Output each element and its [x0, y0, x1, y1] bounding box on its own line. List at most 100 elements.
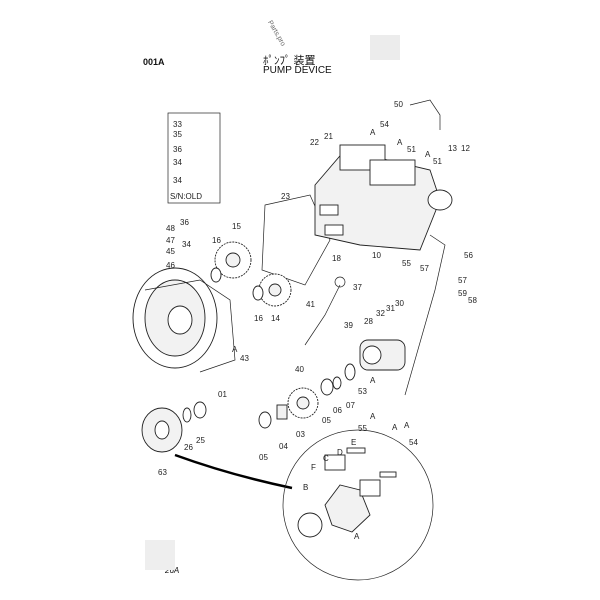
callout-label: 10 [372, 251, 381, 260]
shaft-04 [276, 404, 288, 420]
callout-label: 55 [358, 424, 367, 433]
pipe-56 [404, 234, 446, 396]
callout-label: 47 [166, 236, 175, 245]
flywheel-housing [132, 267, 236, 373]
callout-label: 55 [402, 259, 411, 268]
callout-label: 21 [324, 132, 333, 141]
callout-label: 18 [332, 254, 341, 263]
callout-label: 31 [386, 304, 395, 313]
callout-label: D [337, 448, 343, 457]
callout-label: 53 [358, 387, 367, 396]
gear-14 [258, 273, 292, 307]
pipe-50 [409, 99, 441, 130]
callout-label: 39 [344, 321, 353, 330]
callout-label: 12 [461, 144, 470, 153]
callout-label: 50 [394, 100, 403, 109]
callout-label: A [425, 150, 431, 159]
watermark-block [145, 540, 175, 570]
coupling-detail-inset [282, 429, 434, 581]
ring-26 [182, 407, 192, 423]
callout-label: 05 [322, 416, 331, 425]
callout-label: C [323, 454, 329, 463]
callout-label: 57 [458, 276, 467, 285]
bearing-05 [320, 378, 334, 396]
callout: 33 [173, 120, 182, 129]
callout-labels: 33 35 36 34 34 S/N:OLD 50 54 A 21 22 51 … [158, 100, 477, 541]
watermark-block [370, 35, 400, 60]
callout-label: 16 [254, 314, 263, 323]
snap-ring-16 [210, 267, 222, 283]
callout-label: 58 [468, 296, 477, 305]
gear-03 [287, 387, 319, 419]
callout-label: 63 [158, 468, 167, 477]
callout-label: A [370, 128, 376, 137]
callout: 34 [173, 176, 182, 185]
gear-15 [214, 241, 252, 279]
callout-label: 46 [166, 261, 175, 270]
callout-label: 07 [346, 401, 355, 410]
callout-label: 23 [281, 192, 290, 201]
callout-label: F [311, 463, 316, 472]
gasket [261, 194, 331, 286]
callout-label: 37 [353, 283, 362, 292]
callout: 35 [173, 130, 182, 139]
callout-label: 56 [464, 251, 473, 260]
callout-label: 03 [296, 430, 305, 439]
callout-label: E [351, 438, 356, 447]
callout-label: 32 [376, 309, 385, 318]
coupling-63 [141, 407, 183, 453]
callout: 36 [173, 145, 182, 154]
callout-label: 14 [271, 314, 280, 323]
callout-label: 41 [306, 300, 315, 309]
callout-label: 48 [166, 224, 175, 233]
callout-label: 51 [433, 157, 442, 166]
callout-label: 05 [259, 453, 268, 462]
callout-label: 01 [218, 390, 227, 399]
callout: 34 [173, 158, 182, 167]
callout-label: 26 [184, 443, 193, 452]
callout-label: A [370, 412, 376, 421]
callout-label: 54 [380, 120, 389, 129]
callout-label: A [370, 376, 376, 385]
callout-label: A [392, 423, 398, 432]
callout-label: 15 [232, 222, 241, 231]
callout-label: 45 [166, 247, 175, 256]
footer-code: 26A [165, 566, 180, 575]
callout-label: 04 [279, 442, 288, 451]
serial-note: S/N:OLD [170, 192, 202, 201]
callout-label: A [404, 421, 410, 430]
callout-label: 30 [395, 299, 404, 308]
old-serial-inset-box [167, 112, 221, 204]
callout-label: 06 [333, 406, 342, 415]
callout-label: 28 [364, 317, 373, 326]
callout-label: 22 [310, 138, 319, 147]
callout-label: 43 [240, 354, 249, 363]
callout-label: 13 [448, 144, 457, 153]
main-pump-assembly [314, 144, 453, 251]
title-japanese: ﾎﾟﾝﾌﾟ 装置 [263, 55, 316, 67]
callout-label: 34 [182, 240, 191, 249]
dipstick-ring-37 [334, 276, 346, 288]
callout-label: 16 [212, 236, 221, 245]
title-english: PUMP DEVICE [263, 65, 332, 76]
seal-25 [193, 401, 207, 419]
callout-label: A [397, 138, 403, 147]
ring-07 [344, 363, 356, 381]
callout-label: A [354, 532, 360, 541]
callout-label: 51 [407, 145, 416, 154]
callout-arrow [174, 453, 293, 490]
ring-06 [332, 376, 342, 390]
gear-pump-28 [359, 339, 406, 371]
callout-label: 59 [458, 289, 467, 298]
callout-label: 54 [409, 438, 418, 447]
callout-label: B [303, 483, 308, 492]
callout-label: 36 [180, 218, 189, 227]
callout-label: 57 [420, 264, 429, 273]
snap-ring-16 [252, 285, 264, 301]
page-code: 001A [143, 57, 165, 67]
callout-label: 40 [295, 365, 304, 374]
callout-label: A [232, 345, 238, 354]
dipstick-39 [304, 284, 341, 346]
